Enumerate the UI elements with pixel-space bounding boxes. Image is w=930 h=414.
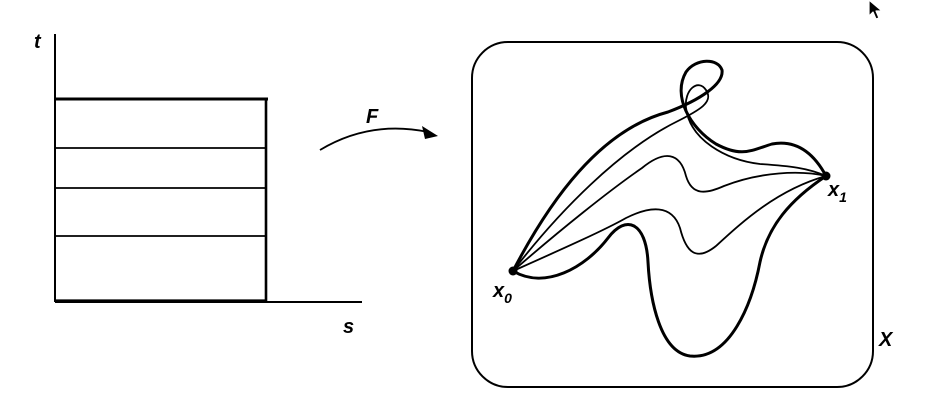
space-group: x0 x1 X <box>471 41 894 388</box>
basepoint-x0 <box>508 266 518 276</box>
s-axis-label: s <box>343 316 354 338</box>
outer-path-top <box>511 59 828 273</box>
space-label: X <box>878 329 894 351</box>
outer-path-bottom <box>511 174 828 358</box>
x1-label-sub: 1 <box>839 189 847 205</box>
mouse-pointer-icon <box>868 0 883 20</box>
x0-label-base: x <box>492 280 505 302</box>
basepoint-x1 <box>821 171 831 181</box>
x0-label-sub: 0 <box>504 290 512 306</box>
x0-label: x0 <box>492 280 512 306</box>
t-axis-label: t <box>34 31 42 53</box>
map-arrowhead <box>422 126 438 139</box>
space-boundary <box>471 41 874 388</box>
map-label: F <box>366 106 379 128</box>
homotopy-path <box>512 155 827 272</box>
x1-label: x1 <box>827 179 847 205</box>
domain-square-group: t s <box>34 31 362 338</box>
x1-label-base: x <box>827 179 840 201</box>
homotopy-path <box>512 84 827 272</box>
map-arrow-curve <box>319 127 429 151</box>
homotopy-path <box>512 175 827 272</box>
map-arrow-group: F <box>319 106 438 151</box>
